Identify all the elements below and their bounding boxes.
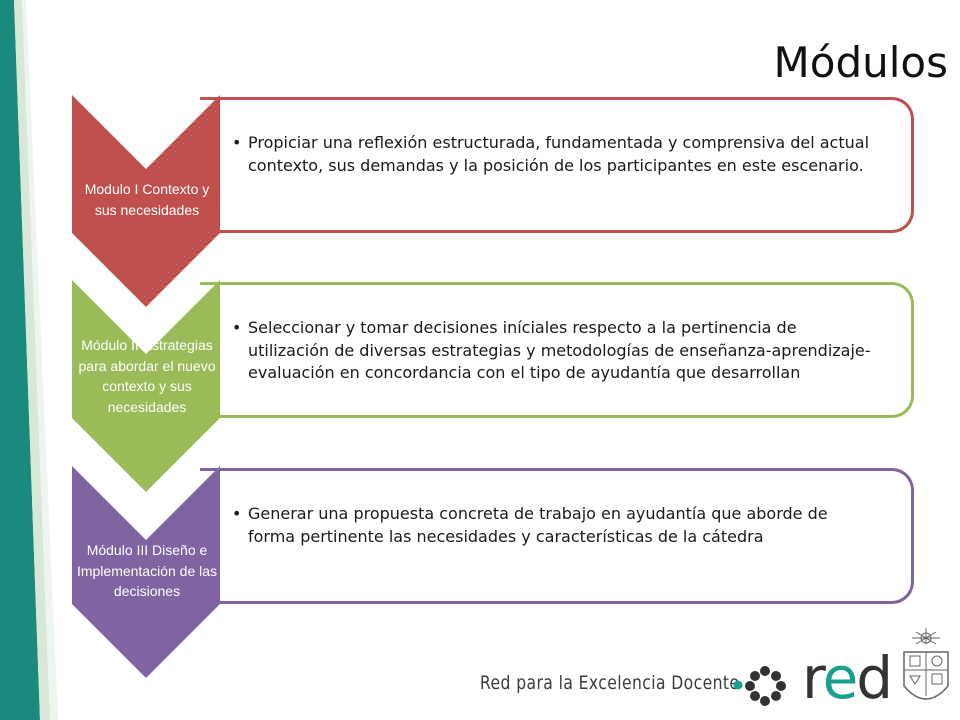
- module-2-chevron: [72, 280, 220, 492]
- red-logo-d: d: [856, 644, 893, 712]
- module-1-chevron: [72, 95, 220, 307]
- module-1-box: Propiciar una reflexión estructurada, fu…: [200, 97, 914, 233]
- page-title: Módulos: [773, 38, 948, 87]
- red-logo-dots-icon: [733, 666, 786, 706]
- module-3-box: Generar una propuesta concreta de trabaj…: [200, 468, 914, 604]
- red-logo-e: e: [822, 644, 859, 712]
- red-logo: red: [802, 648, 893, 708]
- module-3-chevron: [72, 466, 220, 678]
- module-1-bullet: Propiciar una reflexión estructurada, fu…: [232, 132, 877, 177]
- university-crest-icon: [903, 628, 949, 700]
- module-1-label: Modulo I Contexto y sus necesidades: [84, 181, 210, 218]
- brand-text: Red para la Excelencia Docente: [480, 672, 740, 694]
- module-2-label: Módulo II Estrategias para abordar el nu…: [78, 337, 216, 415]
- module-3-label: Módulo III Diseño e Implementación de la…: [76, 542, 218, 599]
- module-2-box: Seleccionar y tomar decisiones iníciales…: [200, 282, 914, 418]
- module-2-bullet: Seleccionar y tomar decisiones iníciales…: [232, 317, 877, 385]
- module-3-bullet: Generar una propuesta concreta de trabaj…: [232, 503, 877, 548]
- red-logo-r: r: [802, 644, 825, 712]
- side-decoration: [0, 0, 58, 720]
